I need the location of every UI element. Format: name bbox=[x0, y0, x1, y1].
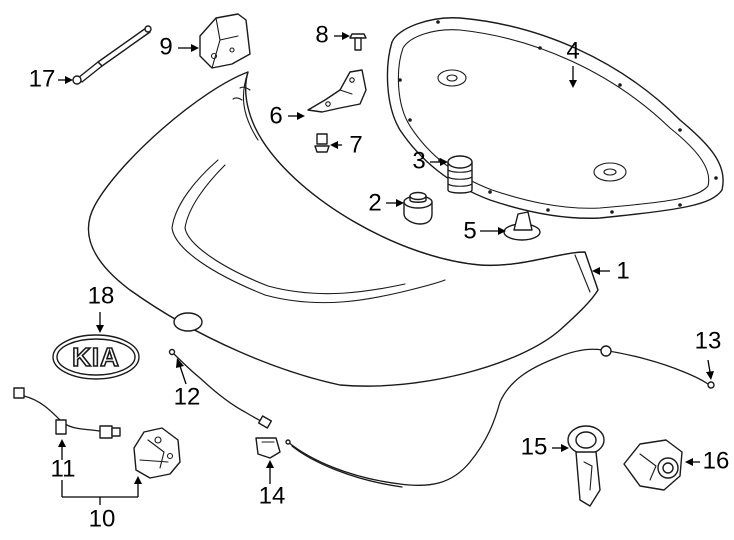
callout-13: 13 bbox=[695, 327, 722, 354]
callout-leaders bbox=[58, 32, 714, 505]
callout-labels: 1 2 3 4 5 6 7 8 9 10 11 12 13 14 15 16 1… bbox=[29, 21, 730, 532]
hood-insulator bbox=[386, 17, 724, 219]
release-cable-upper bbox=[168, 348, 273, 429]
kia-emblem: KIA bbox=[52, 334, 140, 380]
callout-2: 2 bbox=[368, 189, 381, 216]
callout-9: 9 bbox=[159, 33, 172, 60]
release-cable-main bbox=[285, 345, 715, 488]
hood-nut bbox=[314, 133, 330, 153]
callout-7: 7 bbox=[349, 131, 362, 158]
latch-actuator bbox=[623, 439, 683, 491]
callout-18: 18 bbox=[88, 282, 115, 309]
callout-5: 5 bbox=[463, 217, 476, 244]
hood-panel bbox=[87, 71, 599, 387]
hood-emblem-mount bbox=[173, 312, 203, 332]
hood-bumper bbox=[403, 191, 433, 225]
callout-3: 3 bbox=[412, 147, 425, 174]
callout-15: 15 bbox=[521, 433, 548, 460]
emblem-text: KIA bbox=[72, 342, 120, 372]
callout-4: 4 bbox=[566, 37, 579, 64]
callout-16: 16 bbox=[703, 447, 730, 474]
hood-adjuster bbox=[503, 211, 541, 241]
callout-6: 6 bbox=[269, 102, 282, 129]
hood-switch-harness bbox=[13, 387, 121, 439]
callout-10: 10 bbox=[89, 505, 116, 532]
hood-hinge bbox=[307, 69, 367, 113]
cable-clip bbox=[255, 437, 281, 459]
hood-lift-support bbox=[72, 25, 152, 85]
hood-stop-bumper bbox=[447, 155, 473, 194]
hood-bracket bbox=[199, 13, 251, 69]
release-handle bbox=[567, 425, 605, 507]
callout-14: 14 bbox=[259, 482, 286, 509]
callout-1: 1 bbox=[616, 257, 629, 284]
callout-17: 17 bbox=[29, 65, 56, 92]
hood-latch bbox=[133, 427, 181, 479]
hood-bolt bbox=[349, 33, 367, 51]
callout-12: 12 bbox=[174, 383, 201, 410]
callout-8: 8 bbox=[315, 21, 328, 48]
callout-11: 11 bbox=[51, 455, 76, 482]
